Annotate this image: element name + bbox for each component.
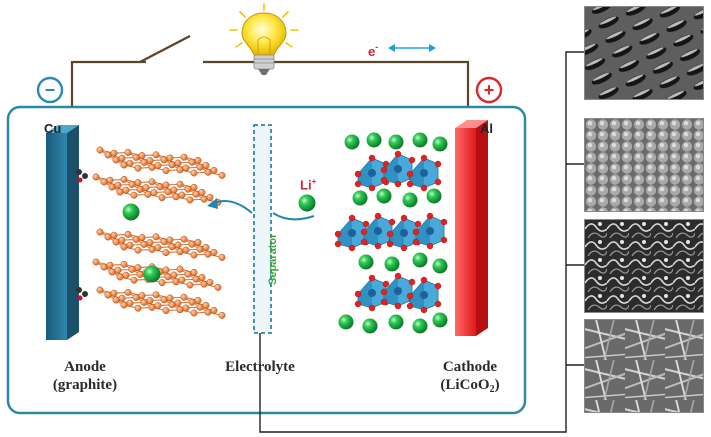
electrolyte-label: Electrolyte (225, 359, 295, 375)
lithium-ion-cathode (412, 132, 428, 148)
lithium-ion-cathode (432, 258, 448, 274)
lithium-ion-cathode (344, 134, 360, 150)
coo6-octahedron (360, 212, 396, 250)
graphite-sheet (96, 228, 226, 261)
cathode-collector-label: Al (480, 121, 493, 136)
lithium-ion-cathode (358, 254, 374, 270)
lithium-ion-cathode (412, 318, 428, 334)
negative-terminal: − (36, 76, 64, 104)
coo6-octahedron (412, 212, 448, 250)
anode-collector-label: Cu (44, 121, 62, 136)
graphite-sheet (96, 286, 226, 319)
lithium-ion-cathode (362, 318, 378, 334)
coo6-octahedron (406, 154, 442, 192)
sem-image-3 (584, 219, 704, 313)
svg-text:+: + (484, 80, 495, 100)
cathode-title: Cathode (442, 359, 498, 375)
coo6-octahedron (406, 276, 442, 314)
lithium-ion-cathode (376, 188, 392, 204)
sem-image-4 (584, 319, 704, 413)
svg-text:−: − (45, 80, 56, 100)
graphite-sheet (96, 146, 226, 179)
lithium-ion-cathode (402, 192, 418, 208)
separator (253, 124, 272, 334)
electron-direction-arrow-icon (388, 44, 436, 52)
lithium-ion-cathode (412, 252, 428, 268)
cathode-material: (LiCoO2) (440, 377, 500, 395)
lithium-ion-cathode (352, 190, 368, 206)
coo6-octahedron (334, 214, 370, 252)
lithium-ion-cathode (432, 136, 448, 152)
coo6-octahedron (380, 272, 416, 310)
lithium-ion-cathode (338, 314, 354, 330)
anode-material: (graphite) (52, 377, 118, 393)
lithium-ion-cathode (388, 314, 404, 330)
svg-text:e-: e- (368, 42, 378, 59)
electron-flow-label: e- (368, 42, 378, 59)
light-bulb-icon (229, 3, 299, 75)
lithium-ion-label: Li+ (300, 177, 317, 193)
lithium-ion-transport (298, 194, 316, 212)
lithium-ion-anode (122, 203, 161, 283)
positive-terminal: + (475, 76, 503, 104)
lithium-ion-cathode (384, 256, 400, 272)
anode-label: Anode (graphite) (30, 358, 140, 394)
ion-arrowhead-left-icon (207, 198, 218, 209)
sem-image-2 (584, 118, 704, 212)
cathode-label: Cathode (LiCoO2) (415, 358, 525, 399)
switch (139, 35, 191, 63)
lithium-ion-cathode (366, 132, 382, 148)
graphite-layers (92, 146, 226, 319)
lithium-ion-cathode (426, 188, 442, 204)
coo6-octahedron (354, 154, 390, 192)
anode-surface-groups (76, 169, 88, 301)
sem-bracket-wire (259, 51, 584, 433)
licoo2-crystal-structure (334, 132, 448, 334)
lithium-ion-cathode (388, 134, 404, 150)
lithium-ion-cathode (432, 312, 448, 328)
anode-title: Anode (64, 359, 106, 375)
separator-label: Separator (267, 233, 279, 285)
anode-current-collector (46, 125, 79, 340)
cathode-current-collector (455, 120, 488, 336)
sem-image-1 (584, 6, 704, 100)
